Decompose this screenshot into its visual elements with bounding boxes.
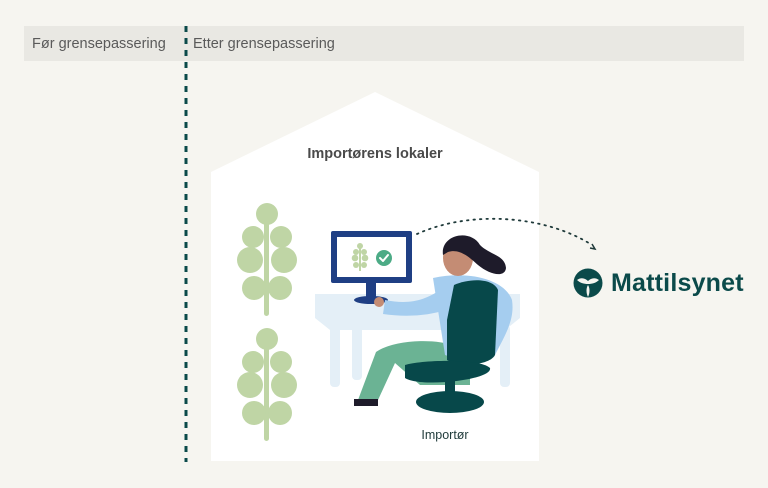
importer-label: Importør	[421, 428, 469, 442]
house-title: Importørens lokaler	[307, 146, 443, 162]
person-importer-icon	[354, 235, 513, 413]
mattilsynet-logo-text: Mattilsynet	[611, 268, 744, 297]
before-border-label: Før grensepassering	[32, 36, 166, 52]
plant-icon	[237, 328, 297, 441]
after-border-label: Etter grensepassering	[193, 36, 335, 52]
monitor-icon	[331, 231, 412, 304]
plant-icon	[237, 203, 297, 316]
mattilsynet-logo: Mattilsynet	[573, 268, 744, 298]
screen-plant-icon	[351, 243, 369, 271]
arrow-head-icon	[589, 243, 597, 251]
dotted-arrow-to-mattilsynet	[416, 217, 593, 246]
checkmark-icon	[376, 250, 392, 266]
mattilsynet-logo-icon	[573, 268, 603, 298]
border-crossing-header	[24, 26, 744, 61]
